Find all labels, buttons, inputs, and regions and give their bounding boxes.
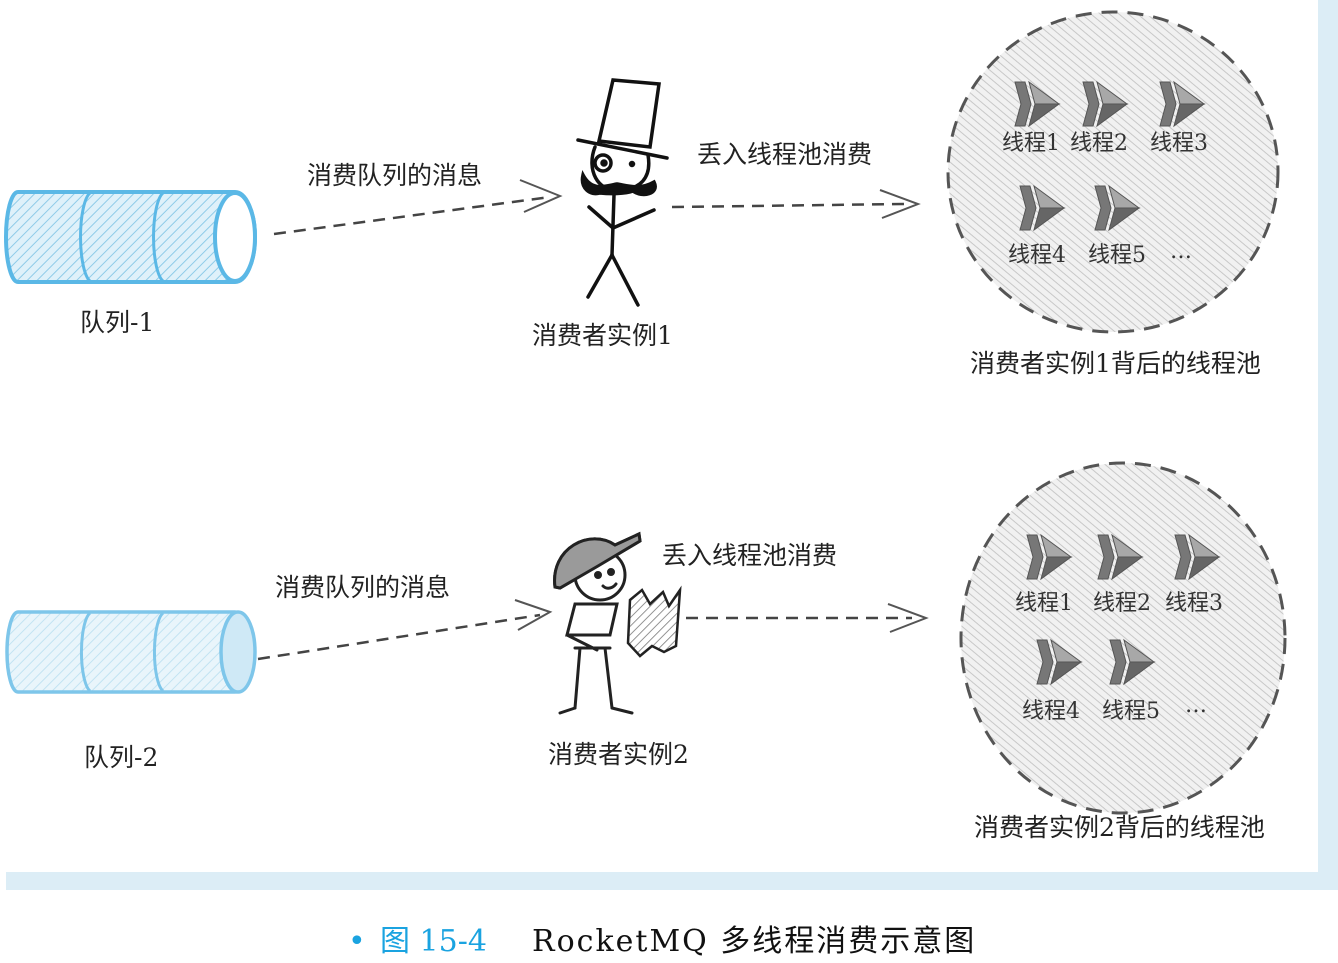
thread-pool-2-label: 消费者实例2背后的线程池: [974, 813, 1265, 842]
thread-label: 线程2: [1070, 131, 1128, 156]
thread-arrow-icon: [1159, 80, 1206, 128]
figure-caption: • 图 15-4 RocketMQ 多线程消费示意图: [348, 924, 976, 959]
thread-arrow-icon: [1014, 80, 1061, 128]
panel-bottom-edge: [6, 872, 1338, 890]
queue-1-label: 队列-1: [80, 308, 154, 337]
consume-arrow-1: [273, 179, 563, 236]
thread-item: 线程4: [1022, 638, 1083, 724]
thread-arrow-icon: [1174, 533, 1221, 581]
consume-label-1: 消费队列的消息: [307, 161, 482, 190]
thread-label: 线程5: [1088, 243, 1146, 268]
thread-item: 线程5: [1102, 638, 1160, 724]
consumer-1-label: 消费者实例1: [532, 321, 673, 350]
thread-arrow-icon: [1094, 184, 1141, 232]
thread-arrow-icon: [1109, 638, 1156, 686]
thread-item: 线程1: [1015, 533, 1073, 616]
consumer-2-label: 消费者实例2: [548, 740, 689, 769]
dispatch-arrow-1: [671, 189, 921, 219]
consume-label-2: 消费队列的消息: [275, 573, 450, 602]
thread-pool-2: [959, 461, 1287, 815]
thread-label: 线程3: [1150, 131, 1208, 156]
caption-figure-number: 图 15-4: [380, 924, 487, 959]
thread-arrow-icon: [1036, 638, 1083, 686]
caption-title: RocketMQ 多线程消费示意图: [532, 924, 976, 959]
thread-item: 线程4: [1008, 184, 1066, 268]
row-2: 队列-2 消费队列的消息 消费者实例2 丢入线程: [5, 461, 1287, 842]
thread-ellipsis: …: [1170, 239, 1192, 264]
thread-arrow-icon: [1097, 533, 1144, 581]
queue-2-label: 队列-2: [84, 743, 158, 772]
thread-item: 线程2: [1093, 533, 1151, 616]
queue-2-icon: [5, 610, 257, 694]
queue-1-icon: [4, 190, 257, 284]
thread-pool-1: [946, 10, 1280, 334]
dispatch-label-1: 丢入线程池消费: [697, 140, 872, 169]
thread-arrow-icon: [1019, 184, 1066, 232]
thread-arrow-icon: [1026, 533, 1073, 581]
caption-bullet: •: [348, 924, 366, 959]
thread-label: 线程2: [1093, 591, 1151, 616]
thread-item: 线程5: [1088, 184, 1146, 268]
dispatch-arrow-2: [686, 603, 929, 633]
consumer-2-figure-icon: [553, 531, 682, 715]
consume-arrow-2: [257, 599, 553, 661]
dispatch-label-2: 丢入线程池消费: [662, 541, 837, 570]
thread-arrow-icon: [1082, 80, 1129, 128]
thread-label: 线程5: [1102, 699, 1160, 724]
thread-item: 线程3: [1165, 533, 1223, 616]
panel-right-edge: [1318, 0, 1338, 890]
thread-item: 线程2: [1070, 80, 1129, 156]
thread-label: 线程1: [1002, 131, 1060, 156]
thread-label: 线程4: [1008, 243, 1066, 268]
thread-pool-1-label: 消费者实例1背后的线程池: [970, 349, 1261, 378]
row-1: 队列-1 消费队列的消息 消费者实例1 丢入线程池消费: [4, 10, 1280, 378]
thread-item: 线程1: [1002, 80, 1061, 156]
consumer-1-figure-icon: [576, 78, 669, 307]
thread-label: 线程1: [1015, 591, 1073, 616]
thread-label: 线程3: [1165, 591, 1223, 616]
thread-item: 线程3: [1150, 80, 1208, 156]
thread-ellipsis: …: [1185, 693, 1207, 718]
thread-label: 线程4: [1022, 699, 1080, 724]
